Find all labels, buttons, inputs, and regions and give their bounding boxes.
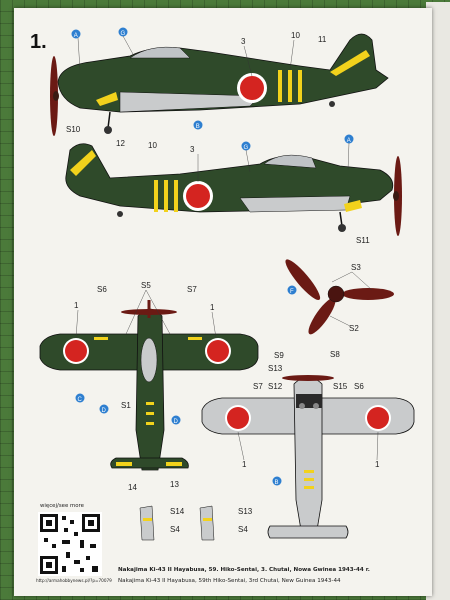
- svg-text:D: D: [174, 419, 179, 425]
- profile-number: 1.: [30, 31, 47, 53]
- svg-text:S13: S13: [238, 507, 253, 516]
- svg-text:1: 1: [210, 303, 215, 312]
- svg-text:11: 11: [318, 35, 327, 44]
- right-side-profile: [65, 143, 402, 236]
- bottom-view: S9 S8 S13 S7 S12 S15 S6 1 1 B: [201, 350, 415, 539]
- svg-text:1: 1: [375, 460, 380, 469]
- svg-text:C: C: [78, 397, 83, 403]
- svg-text:S9: S9: [274, 351, 284, 360]
- qr-title: więcej/see more: [40, 503, 84, 509]
- svg-text:S8: S8: [330, 350, 340, 359]
- svg-text:3: 3: [190, 145, 195, 154]
- svg-text:F: F: [290, 289, 294, 295]
- svg-text:A: A: [347, 138, 351, 144]
- left-profile-callouts: A G 3 10 11 S10 B: [66, 27, 327, 134]
- qr-code: [38, 512, 102, 576]
- right-profile-callouts: 12 10 3 G A S11: [116, 134, 370, 245]
- svg-text:S10: S10: [66, 125, 81, 134]
- propeller-detail: S3 F S2: [285, 259, 394, 335]
- qr-url: http://armahobbynews.pl/?p=70079: [36, 578, 112, 583]
- svg-text:S11: S11: [356, 236, 370, 245]
- svg-text:S5: S5: [141, 281, 151, 290]
- svg-text:3: 3: [241, 37, 246, 46]
- svg-text:B: B: [196, 124, 200, 130]
- svg-text:S12: S12: [268, 382, 283, 391]
- caption-english: Nakajima Ki-43 II Hayabusa, 59th Hiko-Se…: [118, 578, 341, 584]
- svg-text:G: G: [121, 31, 126, 37]
- svg-text:S4: S4: [170, 525, 180, 534]
- svg-text:S1: S1: [121, 401, 131, 410]
- svg-text:12: 12: [116, 139, 125, 148]
- svg-text:S3: S3: [351, 263, 361, 272]
- caption-polish: Nakajima Ki-43 II Hayabusa, 59. Hiko-Sen…: [118, 567, 370, 573]
- svg-text:S6: S6: [97, 285, 107, 294]
- svg-text:G: G: [244, 145, 249, 151]
- svg-text:10: 10: [148, 141, 157, 150]
- svg-text:S2: S2: [349, 324, 359, 333]
- svg-text:10: 10: [291, 31, 300, 40]
- svg-text:14: 14: [128, 483, 137, 492]
- svg-text:D: D: [102, 408, 107, 414]
- svg-text:1: 1: [74, 301, 79, 310]
- svg-text:13: 13: [170, 480, 179, 489]
- wheel-cover-parts: S14 S4 S13 S4: [139, 505, 253, 541]
- svg-text:1: 1: [242, 460, 247, 469]
- svg-text:S6: S6: [354, 382, 364, 391]
- svg-text:S7: S7: [187, 285, 197, 294]
- svg-text:S15: S15: [333, 382, 348, 391]
- svg-text:S4: S4: [238, 525, 248, 534]
- left-side-profile: [50, 33, 389, 136]
- svg-text:S14: S14: [170, 507, 185, 516]
- svg-text:S7: S7: [253, 382, 263, 391]
- svg-text:S13: S13: [268, 364, 283, 373]
- svg-text:B: B: [275, 480, 279, 486]
- top-view: 1 S6 S5 S7 1 C D S1 D 14 13: [39, 281, 259, 492]
- svg-text:A: A: [74, 33, 78, 39]
